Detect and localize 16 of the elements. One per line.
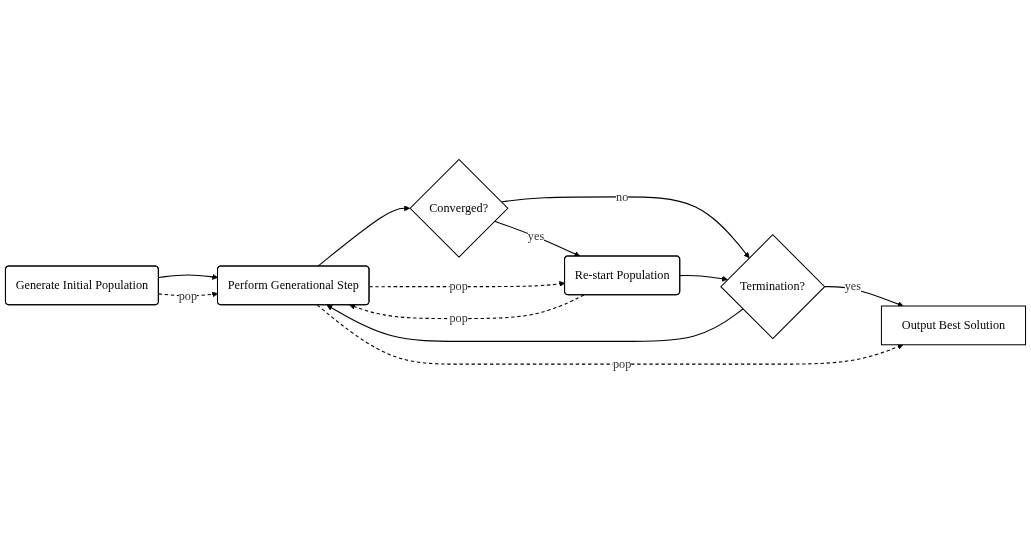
arrow (317, 205, 411, 267)
edge-label: yes (527, 229, 545, 243)
edge-label: no (616, 189, 629, 204)
arrow (326, 304, 744, 343)
node-diamond: Termination? (720, 234, 826, 340)
edge-label: pop (449, 311, 468, 326)
node-diamond: Converged? (409, 158, 509, 258)
arrow (679, 275, 728, 282)
edge-label: pop (612, 357, 632, 371)
edge-label: pop (449, 279, 468, 294)
node-box: Output Best Solution (880, 305, 1027, 346)
arrow (349, 294, 585, 320)
arrow (316, 304, 904, 365)
edge-label: pop (178, 289, 198, 304)
edge-label: yes (844, 279, 862, 294)
arrow (494, 220, 581, 257)
